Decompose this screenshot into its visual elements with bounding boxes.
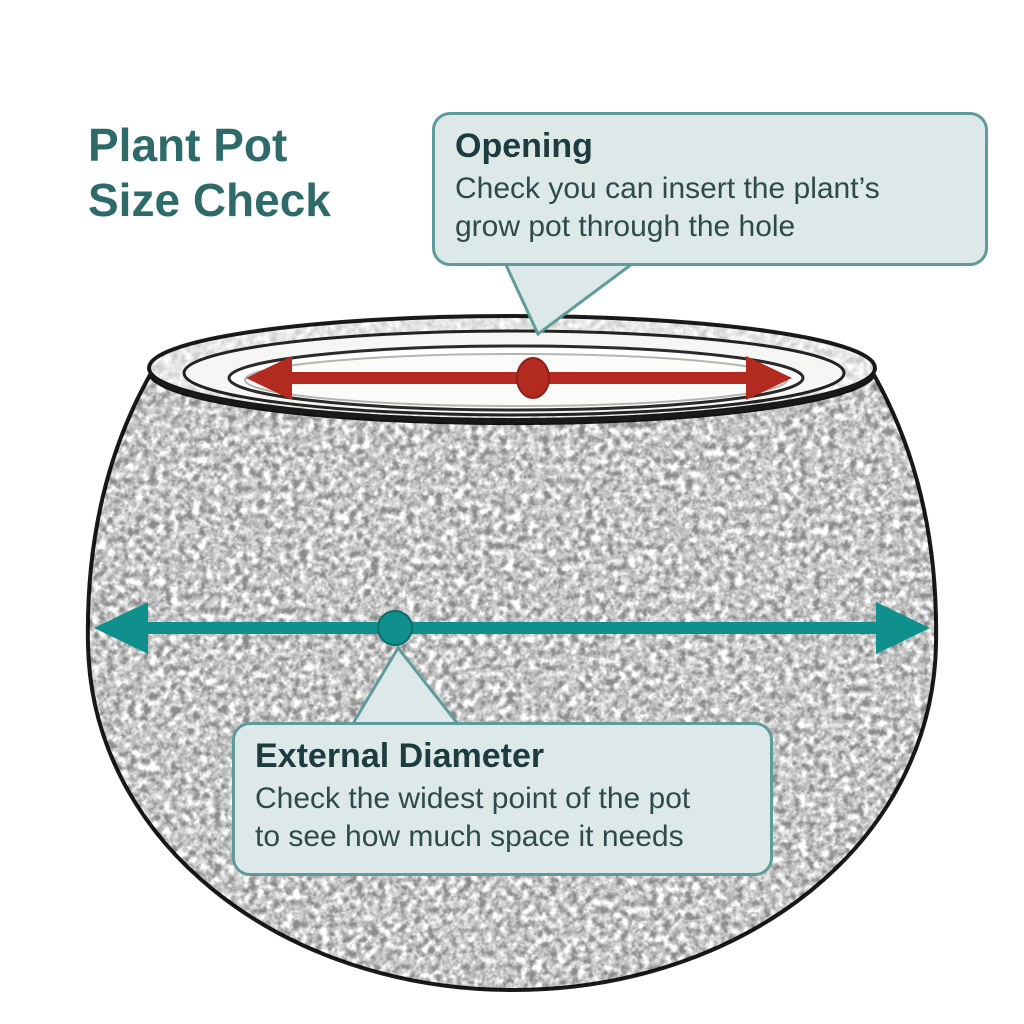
page-title-line2: Size Check	[88, 174, 331, 227]
pot-body-texture	[87, 375, 937, 990]
page-title-line1: Plant Pot	[88, 119, 288, 171]
opening-callout-title: Opening	[455, 127, 593, 165]
diameter-arrowhead-right	[876, 602, 930, 654]
diameter-callout-body-line2: to see how much space it needs	[255, 820, 684, 854]
opening-arrowhead-right	[746, 356, 792, 400]
diameter-callout-body: Check the widest point of the pot to see…	[255, 780, 750, 857]
opening-arrowhead-left	[246, 356, 292, 400]
diameter-arrow	[94, 602, 930, 654]
diameter-center-dot	[377, 610, 413, 646]
diameter-callout-title: External Diameter	[255, 737, 545, 775]
diameter-arrowhead-left	[94, 602, 148, 654]
opening-center-dot	[516, 357, 550, 399]
page-title: Plant Pot Size Check	[88, 118, 331, 228]
diameter-callout-body-line1: Check the widest point of the pot	[255, 782, 691, 815]
opening-callout: Opening Check you can insert the plant’s…	[432, 112, 988, 266]
diameter-callout: External Diameter Check the widest point…	[232, 722, 773, 876]
opening-callout-body-line2: grow pot through the hole	[455, 210, 796, 244]
opening-callout-body-line1: Check you can insert the plant’s	[455, 172, 880, 205]
opening-arrow	[246, 356, 792, 400]
opening-callout-body: Check you can insert the plant’s grow po…	[455, 170, 965, 247]
